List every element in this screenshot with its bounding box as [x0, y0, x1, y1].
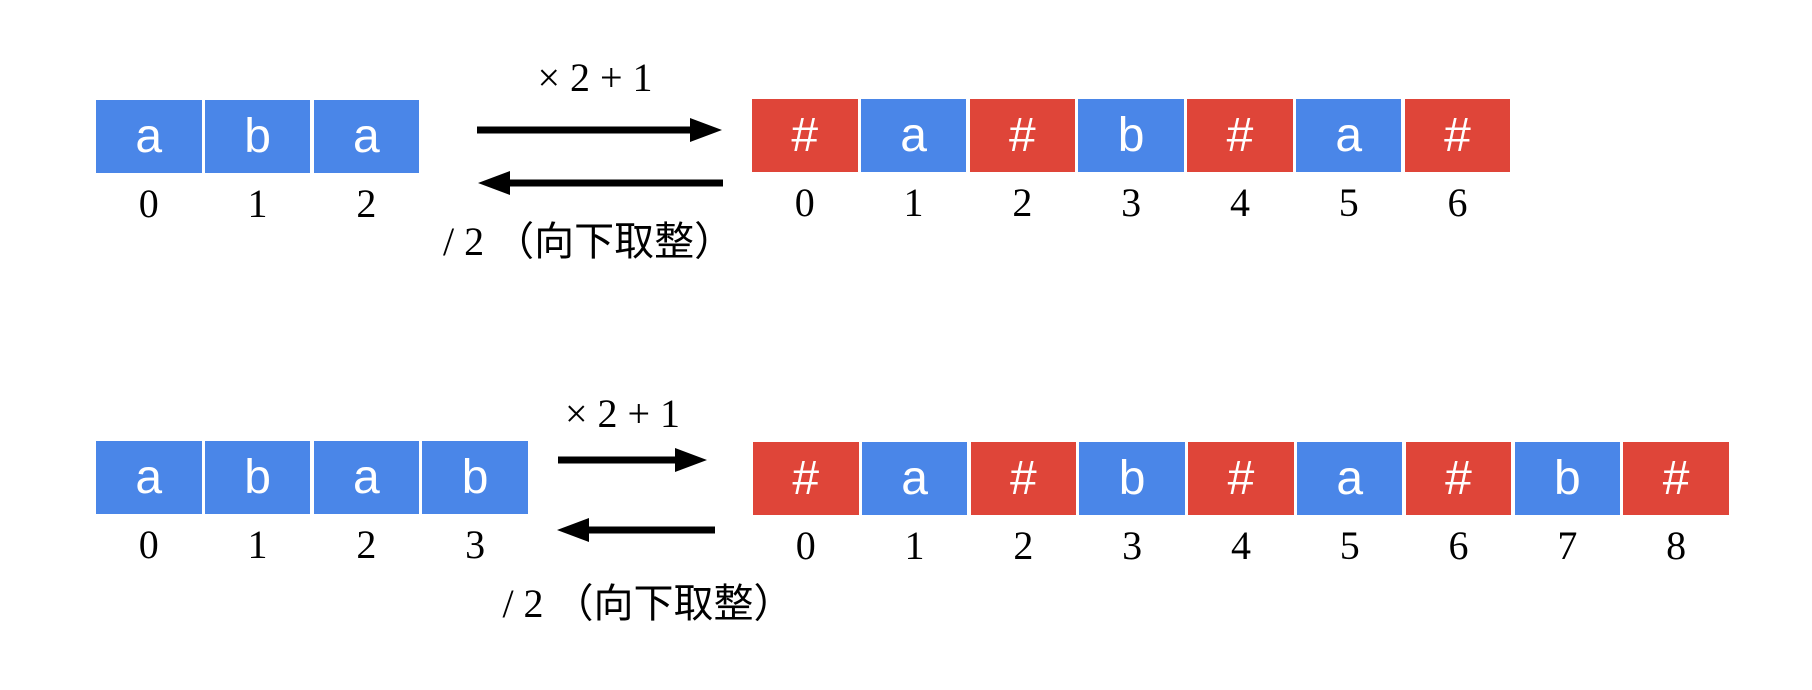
- cell-index: 1: [247, 521, 268, 567]
- cell-char-hash: #: [1404, 99, 1511, 172]
- cell-char-hash: #: [970, 442, 1077, 515]
- array-cell: #0: [752, 99, 858, 223]
- cell-index: 2: [356, 521, 377, 567]
- array-cell: #8: [1623, 442, 1729, 566]
- cell-char-a: a: [96, 441, 202, 514]
- cell-index: 0: [795, 522, 816, 568]
- cell-index: 8: [1666, 522, 1687, 568]
- array-cell: #4: [1187, 99, 1293, 223]
- cell-char-hash: #: [753, 442, 859, 515]
- cell-char-a: a: [96, 100, 202, 173]
- cell-index: 3: [465, 521, 486, 567]
- cell-index: 2: [1013, 522, 1034, 568]
- cell-index: 2: [356, 180, 377, 226]
- cell-char-a: a: [860, 99, 967, 172]
- cell-char-b: b: [204, 441, 311, 514]
- cell-char-a: a: [313, 441, 420, 514]
- backward-arrow-row1-icon: [478, 171, 723, 195]
- cell-char-hash: #: [1623, 442, 1729, 515]
- cell-index: 6: [1447, 179, 1468, 225]
- cell-index: 0: [794, 179, 815, 225]
- cell-char-a: a: [1296, 442, 1403, 515]
- cell-index: 0: [138, 521, 159, 567]
- multiply-label-row2: × 2 + 1: [564, 391, 681, 436]
- cell-index: 4: [1230, 522, 1251, 568]
- array-cell: #6: [1405, 442, 1512, 568]
- cell-char-b: b: [1514, 442, 1621, 515]
- forward-arrow-row2-icon: [558, 448, 707, 472]
- cell-index: 4: [1229, 179, 1250, 225]
- cell-char-b: b: [422, 441, 528, 514]
- cell-index: 2: [1012, 179, 1033, 225]
- cell-index: 1: [903, 179, 924, 225]
- cell-char-b: b: [1079, 442, 1185, 515]
- cell-index: 6: [1448, 522, 1469, 568]
- cell-index: 5: [1339, 522, 1360, 568]
- cell-char-hash: #: [1187, 99, 1293, 172]
- cell-char-b: b: [204, 100, 311, 173]
- multiply-label-row1: × 2 + 1: [537, 55, 653, 100]
- cell-char-hash: #: [1188, 442, 1294, 515]
- cell-char-a: a: [313, 100, 420, 173]
- cell-index: 0: [138, 180, 159, 226]
- cell-char-hash: #: [752, 99, 858, 172]
- cell-index: 1: [904, 522, 925, 568]
- cell-char-a: a: [1295, 99, 1402, 172]
- array-cell: #0: [753, 442, 859, 566]
- array-cell: #6: [1404, 99, 1511, 225]
- cell-index: 5: [1338, 179, 1359, 225]
- cell-index: 3: [1122, 522, 1143, 568]
- divide-label-row2: / 2 （向下取整）: [502, 581, 794, 626]
- array-cell: #2: [969, 99, 1076, 225]
- array-cell: #2: [970, 442, 1077, 568]
- array-cell: #4: [1188, 442, 1294, 566]
- divide-label-row1: / 2 （向下取整）: [443, 219, 735, 264]
- cell-char-hash: #: [1405, 442, 1512, 515]
- cell-char-b: b: [1078, 99, 1184, 172]
- cell-char-a: a: [861, 442, 968, 515]
- cell-index: 1: [247, 180, 268, 226]
- cell-index: 3: [1121, 179, 1142, 225]
- cell-char-hash: #: [969, 99, 1076, 172]
- forward-arrow-row1-icon: [477, 118, 722, 142]
- backward-arrow-row2-icon: [557, 518, 715, 542]
- cell-index: 7: [1557, 522, 1578, 568]
